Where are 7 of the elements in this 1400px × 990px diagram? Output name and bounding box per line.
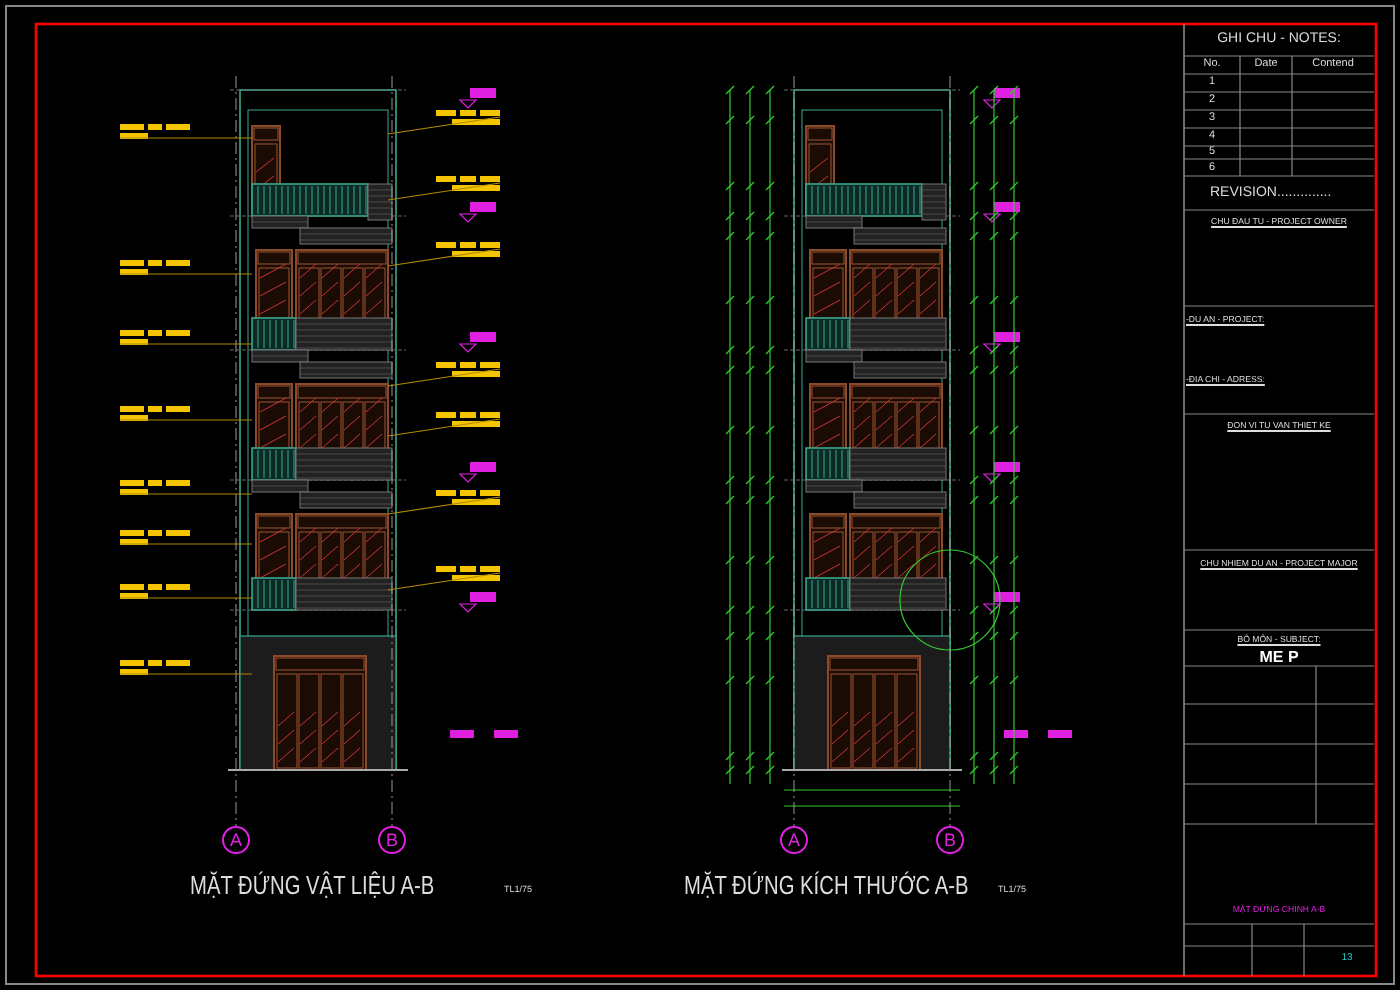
view-title: MẶT ĐỨNG KÍCH THƯỚC A-B [684, 872, 969, 898]
grid-axis-bubble: A [222, 826, 250, 854]
subject-value: ME P [1257, 650, 1301, 666]
grid-axis-bubble: B [378, 826, 406, 854]
grid-axis-bubble: B [936, 826, 964, 854]
grid-axis-bubble: A [780, 826, 808, 854]
view-title: MẶT ĐỨNG VẬT LIỆU A-B [190, 872, 435, 898]
